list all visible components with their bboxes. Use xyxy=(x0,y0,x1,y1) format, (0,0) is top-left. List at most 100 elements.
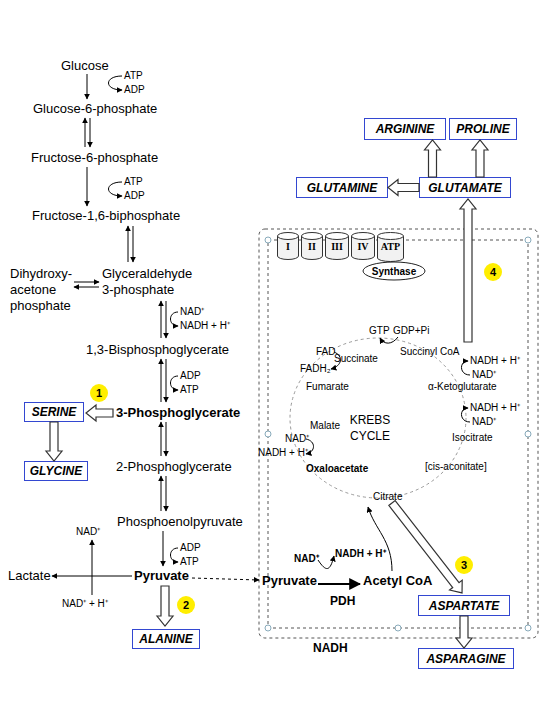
hollow-arrow xyxy=(472,140,488,177)
callout-number: 2 xyxy=(177,596,195,614)
node-label: Synthase xyxy=(372,266,416,277)
metabolite-label: ATP xyxy=(180,384,199,396)
hollow-arrow xyxy=(460,199,476,342)
hollow-connector xyxy=(456,616,472,648)
metabolite-label: FAD xyxy=(316,346,335,358)
node-label: SERINE xyxy=(32,405,77,419)
reaction-arrow xyxy=(133,226,134,262)
metabolite-label: Oxaloacetate xyxy=(306,463,368,475)
amino-acid-box: GLYCINE xyxy=(24,461,88,481)
cofactor-hook xyxy=(171,312,179,326)
node-label: GLYCINE xyxy=(30,464,82,478)
hollow-arrow xyxy=(425,140,441,177)
node-label: ASPARAGINE xyxy=(426,652,505,666)
metabolite-label: Citrate xyxy=(373,491,402,503)
metabolite-label: ADP xyxy=(180,370,201,382)
metabolite-label: NAD⁺ xyxy=(285,433,309,445)
reaction-arrow xyxy=(368,507,392,571)
cofactor-hook xyxy=(109,182,123,196)
node-label: PROLINE xyxy=(456,122,509,136)
amino-acid-box: ASPARTATE xyxy=(418,595,510,616)
amino-acid-box: ASPARAGINE xyxy=(418,648,514,669)
reaction-arrow xyxy=(87,167,88,206)
cofactor-hook xyxy=(171,548,179,562)
node-label: ALANINE xyxy=(139,632,192,646)
metabolite-label: NADH + H⁺ xyxy=(258,447,308,459)
cylinder-top xyxy=(302,233,323,240)
cofactor-hook xyxy=(380,337,398,343)
amino-acid-box: SERINE xyxy=(24,402,84,422)
callout-number: 3 xyxy=(455,556,473,574)
hollow-arrow xyxy=(46,422,62,461)
membrane-dot xyxy=(525,625,531,631)
amino-acid-box: GLUTAMINE xyxy=(296,177,388,198)
reaction-arrow xyxy=(163,531,164,566)
cylinder-top xyxy=(378,233,404,240)
metabolite-label: ATP xyxy=(124,176,143,188)
complex-cylinder: III xyxy=(325,232,349,260)
metabolite-label: 1,3-Bisphosphoglycerate xyxy=(86,342,229,357)
metabolite-label: Fructose-6-phosphate xyxy=(31,150,158,165)
metabolite-label: FADH₂ xyxy=(300,363,331,375)
node-label: ARGININE xyxy=(376,122,435,136)
metabolite-label: NADH + H⁺ xyxy=(335,548,386,560)
reaction-arrow xyxy=(166,476,167,511)
metabolite-label: Dihydroxy- acetone phosphate xyxy=(10,266,78,314)
metabolite-label: 2-Phosphoglycerate xyxy=(116,459,232,474)
complex-cylinder: I xyxy=(277,232,299,260)
metabolite-label: Succinate xyxy=(334,353,378,365)
krebs-cycle-ring xyxy=(290,338,466,498)
reaction-arrow xyxy=(161,301,162,338)
reaction-arrow xyxy=(161,359,162,402)
reaction-arrow xyxy=(74,287,99,288)
pdh-arrow xyxy=(318,583,360,585)
complex-cylinder: ATP xyxy=(377,232,404,262)
metabolite-label: Lactate xyxy=(8,568,51,583)
node-label: GLUTAMINE xyxy=(307,181,377,195)
node-label: I xyxy=(277,232,299,253)
cofactor-hook xyxy=(171,376,179,390)
metabolite-label: NAD⁺ xyxy=(294,553,319,565)
amino-acid-box: ALANINE xyxy=(132,629,200,649)
cylinder-top xyxy=(326,233,349,240)
membrane-dot xyxy=(265,625,271,631)
metabolite-label: 3-Phosphoglycerate xyxy=(116,405,240,420)
metabolite-label: ATP xyxy=(180,556,199,568)
cofactor-hook xyxy=(461,408,470,422)
metabolite-label: Pyruvate xyxy=(262,573,317,588)
metabolite-label: Phosphoenolpyruvate xyxy=(117,514,243,529)
reaction-arrow xyxy=(166,359,167,402)
mitochondrion-inner xyxy=(268,240,528,628)
metabolite-label: Glucose-6-phosphate xyxy=(33,101,157,116)
hollow-connector xyxy=(425,140,441,177)
metabolite-label: [cis-aconitate] xyxy=(425,461,487,473)
reaction-arrow xyxy=(74,282,99,283)
metabolite-label: NADH xyxy=(313,641,348,656)
cofactor-hook xyxy=(461,361,470,375)
mitochondrion-outer xyxy=(259,229,538,638)
metabolite-label: KREBS CYCLE xyxy=(345,412,395,444)
metabolite-label: Pyruvate xyxy=(134,568,189,583)
metabolite-label: α-Ketoglutarate xyxy=(428,381,497,393)
membrane-dot xyxy=(525,431,531,437)
reaction-arrow xyxy=(161,476,162,511)
reaction-arrow xyxy=(166,422,167,456)
callout-number: 4 xyxy=(484,263,502,281)
complex-cylinder: II xyxy=(301,232,323,260)
metabolite-label: NADH + H⁺ xyxy=(470,355,520,367)
reaction-arrow xyxy=(128,226,129,262)
node-label: ASPARTATE xyxy=(429,599,499,613)
metabolite-label: Glucose xyxy=(61,58,109,73)
synthase-oval: Synthase xyxy=(362,261,426,281)
membrane-dot xyxy=(265,431,271,437)
oval-outline xyxy=(363,262,425,280)
membrane-dot xyxy=(265,237,271,243)
reaction-arrow xyxy=(161,422,162,456)
metabolite-label: Succinyl CoA xyxy=(400,346,459,358)
hollow-connector xyxy=(388,180,419,196)
cylinder-top xyxy=(278,233,299,240)
hollow-connector xyxy=(472,140,488,177)
node-label: II xyxy=(301,232,323,253)
metabolite-label: Malate xyxy=(310,420,340,432)
